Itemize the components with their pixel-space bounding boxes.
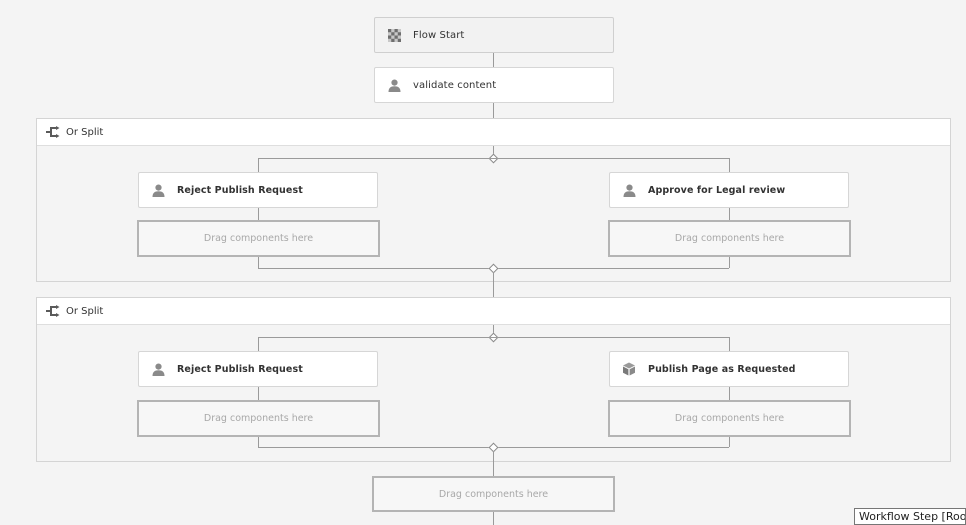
connector-line xyxy=(258,207,259,221)
connector-line xyxy=(729,256,730,268)
connector-line xyxy=(258,158,729,159)
connector-line xyxy=(729,386,730,400)
approve-for-legal-review-step[interactable]: Approve for Legal review xyxy=(609,172,849,208)
drop-zone[interactable]: Drag components here xyxy=(608,400,851,437)
connector-line xyxy=(493,325,494,337)
user-icon xyxy=(151,362,165,376)
drop-zone[interactable]: Drag components here xyxy=(608,220,851,257)
connector-line xyxy=(729,207,730,221)
connector-line xyxy=(493,272,494,282)
drop-zone[interactable]: Drag components here xyxy=(137,400,380,437)
step-label: Approve for Legal review xyxy=(648,184,786,196)
step-label: Reject Publish Request xyxy=(177,184,303,196)
user-icon xyxy=(622,183,636,197)
connector-line xyxy=(258,337,259,351)
drop-zone-label: Drag components here xyxy=(674,413,785,424)
user-icon xyxy=(151,183,165,197)
step-label: Flow Start xyxy=(413,29,465,41)
workflow-step-tooltip: Workflow Step [Roo xyxy=(854,508,966,525)
or-split-title: Or Split xyxy=(66,305,104,317)
drop-zone-label: Drag components here xyxy=(438,488,549,500)
connector-line xyxy=(258,386,259,400)
reject-publish-request-step[interactable]: Reject Publish Request xyxy=(138,172,378,208)
connector-line xyxy=(493,461,494,477)
connector-line xyxy=(258,158,259,172)
connector-line xyxy=(493,281,494,298)
step-label: validate content xyxy=(413,79,497,91)
drop-zone-label: Drag components here xyxy=(203,413,314,424)
or-split-header[interactable]: Or Split xyxy=(37,298,950,325)
reject-publish-request-step[interactable]: Reject Publish Request xyxy=(138,351,378,387)
connector-line xyxy=(493,451,494,462)
connector-line xyxy=(493,511,494,525)
flow-start-step[interactable]: Flow Start xyxy=(374,17,614,53)
connector-line xyxy=(258,435,259,447)
step-label: Reject Publish Request xyxy=(177,363,303,375)
connector-line xyxy=(729,337,730,351)
user-icon xyxy=(387,78,401,92)
publish-page-as-requested-step[interactable]: Publish Page as Requested xyxy=(609,351,849,387)
drop-zone[interactable]: Drag components here xyxy=(372,476,615,512)
connector-line xyxy=(729,435,730,447)
split-icon xyxy=(46,125,60,139)
split-icon xyxy=(46,304,60,318)
connector-line xyxy=(493,52,494,68)
connector-line xyxy=(258,337,729,338)
connector-line xyxy=(729,158,730,172)
drop-zone-label: Drag components here xyxy=(203,233,314,244)
checkered-flag-icon xyxy=(387,28,401,42)
or-split-title: Or Split xyxy=(66,126,104,138)
connector-line xyxy=(493,146,494,158)
drop-zone[interactable]: Drag components here xyxy=(137,220,380,257)
connector-line xyxy=(493,102,494,119)
connector-line xyxy=(258,256,259,268)
drop-zone-label: Drag components here xyxy=(674,233,785,244)
or-split-header[interactable]: Or Split xyxy=(37,119,950,146)
step-label: Publish Page as Requested xyxy=(648,363,796,375)
package-icon xyxy=(622,362,636,376)
validate-content-step[interactable]: validate content xyxy=(374,67,614,103)
